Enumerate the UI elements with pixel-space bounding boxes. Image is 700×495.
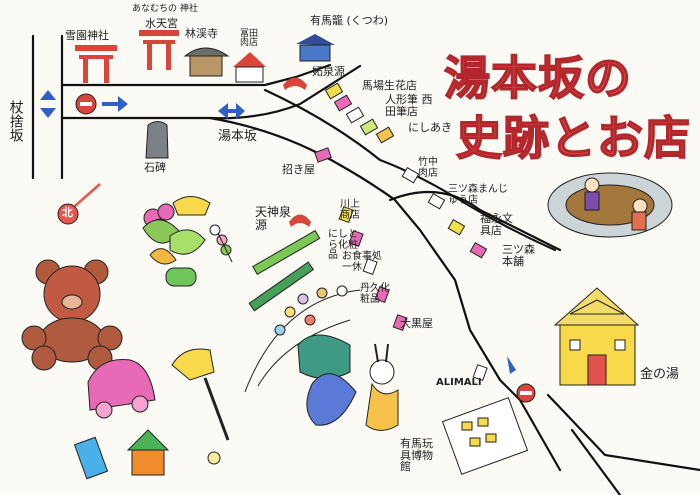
foot-bath-scene — [547, 172, 673, 238]
no-entry-signs — [75, 93, 536, 403]
shop-flags — [314, 82, 488, 381]
torii-gate-2 — [139, 30, 179, 70]
label-toy-museum: 有馬玩具博物館 — [400, 437, 433, 474]
sweets-illustration — [142, 196, 233, 287]
brush-illustrations — [248, 229, 321, 312]
horse-toy-illustration — [171, 348, 230, 465]
label-tanba: 丹久化粧品 — [360, 283, 390, 305]
bead-strings — [244, 285, 361, 393]
label-shrine-2-sub: あなむちの 神社 — [132, 4, 198, 14]
meat-shop-building — [233, 52, 266, 83]
hot-spring-symbols — [283, 77, 311, 227]
label-shrine-1: 雪園神社 — [65, 29, 109, 42]
toy-blocks-illustration — [73, 429, 170, 480]
label-shrine-2: 水天宮 — [145, 17, 178, 30]
label-mitsumori-manju: 三ツ森まんじゅう店 — [448, 184, 508, 206]
arima-kago-house — [296, 34, 335, 62]
left-vertical-road — [31, 34, 64, 180]
label-mitsumori-honpo: 三ツ森本舗 — [502, 243, 535, 268]
label-kin-no-yu: 金の湯 — [640, 367, 680, 382]
label-tenjin-spring: 天神泉源 — [255, 205, 292, 232]
road-label-tsuesute: 杖捨坂 — [7, 100, 24, 142]
label-oshokuji: お食事処一休 — [342, 251, 382, 273]
label-takenaka: 竹中肉店 — [418, 157, 438, 179]
label-maneki: 招き屋 — [282, 163, 315, 176]
label-omiya: 大黒屋 — [400, 317, 433, 330]
map-title-line1: 湯本坂の — [443, 50, 632, 106]
label-arima-kago: 有馬籠 (くつわ) — [310, 14, 389, 27]
teddy-bear-illustration — [21, 259, 123, 371]
lower-road — [546, 393, 700, 495]
label-alimali: ALIMALI — [436, 377, 482, 388]
label-fukunaga: 福永文具店 — [480, 212, 513, 237]
purse-and-doll — [297, 334, 399, 431]
temple-building — [183, 47, 230, 77]
label-nishitora: にしとら化粧品 — [328, 229, 358, 261]
label-myoken-spring: 妬泉源 — [312, 65, 345, 78]
label-uma-flower: 馬場生花店 — [362, 79, 417, 92]
label-tomita-meat: 冨田肉店 — [240, 29, 259, 49]
label-monument: 石碑 — [144, 161, 166, 174]
branch-road — [388, 190, 562, 252]
toy-car-illustration — [87, 358, 156, 419]
label-nishiki: にしあき — [408, 121, 452, 134]
kin-no-yu-building — [553, 287, 640, 386]
north-label: 北 — [62, 206, 73, 219]
slope-road-bottom — [208, 116, 562, 472]
toy-museum-building — [441, 397, 529, 475]
label-ningyo-fude: 人形筆 西田筆店 — [385, 93, 433, 118]
road-label-yumoto-zaka: 湯本坂 — [218, 129, 258, 144]
map-title-line2: 史跡とお店 — [455, 110, 691, 166]
label-kawakami: 川上商店 — [340, 199, 360, 221]
stone-monument — [145, 121, 169, 159]
north-compass-icon — [57, 183, 101, 225]
label-temple: 林渓寺 — [185, 27, 218, 40]
torii-gate-1 — [75, 45, 117, 83]
arrows — [40, 90, 516, 374]
